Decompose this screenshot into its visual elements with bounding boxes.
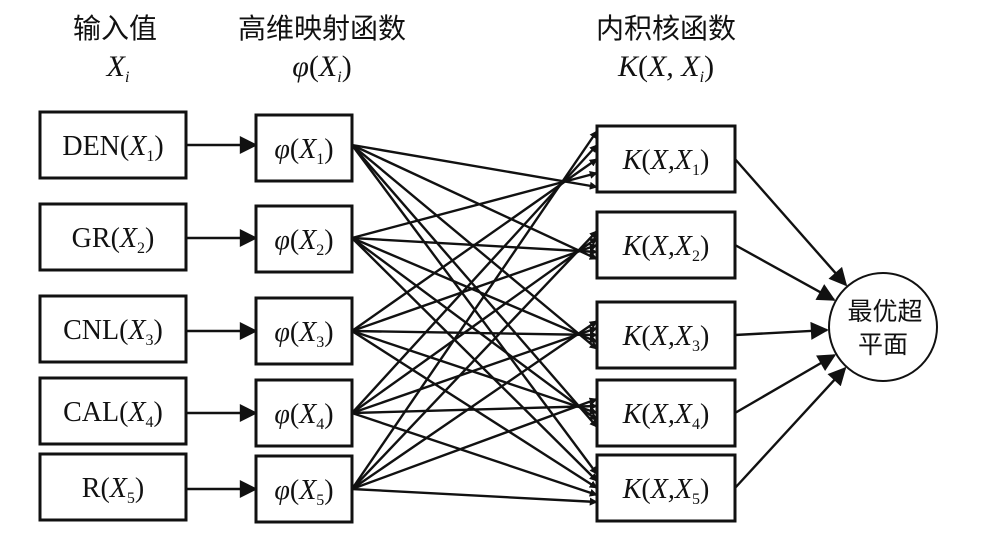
- input-label-4: CAL(X4): [63, 397, 163, 431]
- arrow-mapping-4-to-kernel-2: [351, 237, 598, 414]
- optimal-hyperplane-node: 最优超 平面: [828, 272, 938, 382]
- arrow-kernel-2-to-output: [734, 243, 836, 301]
- arrow-mapping-1-to-kernel-4: [351, 144, 598, 428]
- input-to-mapping-arrows: [186, 136, 258, 498]
- input-label-5: R(X5): [82, 473, 144, 507]
- arrow-mapping-3-to-kernel-4: [351, 329, 598, 415]
- arrow-mapping-5-to-kernel-2: [351, 230, 598, 490]
- input-box-5: R(X5): [38, 452, 188, 522]
- arrow-mapping-5-to-kernel-1: [351, 130, 598, 490]
- arrow-mapping-1-to-kernel-3: [351, 144, 598, 350]
- arrow-mapping-5-to-kernel-4: [351, 397, 598, 491]
- input-box-4: CAL(X4): [38, 376, 188, 446]
- input-box-2: GR(X2): [38, 202, 188, 272]
- input-label-1: DEN(X1): [62, 131, 163, 165]
- kernel-label-3: K(X,X3): [622, 321, 710, 355]
- arrow-kernel-4-to-output: [734, 354, 837, 415]
- input-header-symbol: Xi: [106, 50, 130, 86]
- mapping-label-5: φ(X5): [274, 475, 333, 509]
- arrow-mapping-3-to-kernel-3: [351, 329, 598, 339]
- input-box-1: DEN(X1): [38, 110, 188, 180]
- output-label-line2: 平面: [858, 330, 908, 359]
- arrow-mapping-4-to-kernel-5: [351, 411, 598, 497]
- mapping-box-4: φ(X4): [254, 378, 354, 448]
- mapping-to-kernel-arrows: [351, 130, 598, 506]
- arrow-mapping-5-to-kernel-5: [351, 487, 598, 506]
- arrow-mapping-2-to-kernel-1: [351, 170, 598, 240]
- arrow-mapping-4-to-kernel-4: [351, 402, 598, 415]
- kernel-header-title: 内积核函数: [596, 12, 736, 45]
- kernel-label-1: K(X,X1): [622, 145, 710, 179]
- kernel-label-2: K(X,X2): [622, 231, 710, 265]
- kernel-box-4: K(X,X4): [595, 378, 737, 448]
- mapping-box-1: φ(X1): [254, 113, 354, 183]
- mapping-label-3: φ(X3): [274, 317, 333, 351]
- mapping-label-4: φ(X4): [274, 399, 333, 433]
- kernel-to-output-arrows: [734, 158, 848, 489]
- mapping-box-5: φ(X5): [254, 454, 354, 524]
- mapping-header-symbol: φ(Xi): [292, 50, 351, 86]
- input-box-3: CNL(X3): [38, 294, 188, 364]
- arrow-mapping-3-to-kernel-2: [351, 243, 598, 333]
- arrow-kernel-3-to-output: [734, 321, 829, 340]
- kernel-box-5: K(X,X5): [595, 453, 737, 523]
- kernel-label-5: K(X,X5): [622, 474, 710, 508]
- input-label-2: GR(X2): [72, 223, 155, 257]
- output-label-line1: 最优超: [847, 297, 922, 326]
- kernel-box-2: K(X,X2): [595, 210, 737, 280]
- kernel-box-1: K(X,X1): [595, 124, 737, 194]
- arrow-mapping-4-to-kernel-3: [351, 326, 598, 415]
- mapping-label-1: φ(X1): [274, 134, 333, 168]
- mapping-label-2: φ(X2): [274, 225, 333, 259]
- kernel-label-4: K(X,X4): [622, 399, 710, 433]
- arrow-mapping-2-to-kernel-4: [351, 237, 598, 421]
- input-header-title: 输入值: [73, 12, 157, 45]
- kernel-header-symbol: K(X, Xi): [617, 50, 714, 86]
- kernel-box-3: K(X,X3): [595, 300, 737, 370]
- arrow-kernel-5-to-output: [734, 366, 847, 489]
- arrow-mapping-2-to-kernel-3: [351, 236, 598, 344]
- arrow-mapping-5-to-kernel-3: [351, 320, 598, 490]
- mapping-header-title: 高维映射函数: [238, 12, 406, 45]
- input-label-3: CNL(X3): [63, 315, 163, 349]
- arrow-kernel-1-to-output: [734, 158, 848, 287]
- arrow-mapping-1-to-kernel-2: [351, 143, 598, 261]
- arrow-mapping-3-to-kernel-1: [351, 158, 598, 332]
- mapping-box-2: φ(X2): [254, 204, 354, 274]
- mapping-box-3: φ(X3): [254, 296, 354, 366]
- arrow-mapping-1-to-kernel-1: [351, 143, 598, 190]
